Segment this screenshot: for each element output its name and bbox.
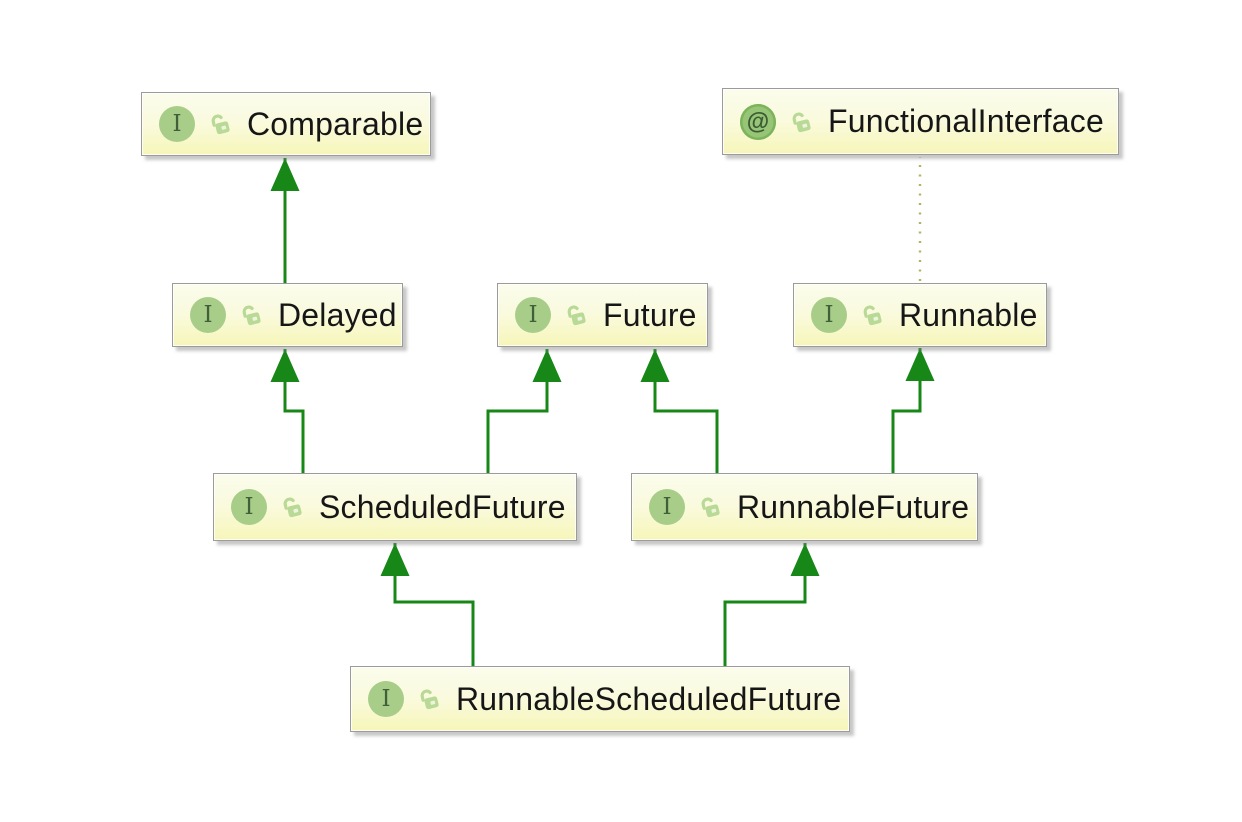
node-runnable-future[interactable]: I RunnableFuture	[631, 473, 978, 541]
edge-runnable-scheduled-future-to-runnable-future	[723, 543, 820, 666]
node-label: RunnableScheduledFuture	[456, 680, 842, 717]
node-delayed[interactable]: I Delayed	[172, 283, 403, 347]
node-runnable[interactable]: I Runnable	[793, 283, 1047, 347]
node-future[interactable]: I Future	[497, 283, 708, 347]
node-label: FunctionalInterface	[828, 103, 1104, 139]
interface-type-icon: I	[515, 297, 551, 333]
node-label: Future	[603, 296, 697, 333]
edge-scheduled-future-to-future	[486, 349, 562, 473]
unlocked-padlock-icon	[701, 497, 720, 518]
node-label: Delayed	[278, 296, 397, 333]
node-runnable-scheduled-future[interactable]: I RunnableScheduledFuture	[350, 666, 850, 732]
unlocked-padlock-icon	[283, 497, 302, 518]
unlocked-padlock-icon	[242, 305, 261, 326]
edge-runnable-future-to-future	[640, 349, 719, 473]
node-label: RunnableFuture	[737, 488, 970, 525]
interface-type-icon: I	[368, 681, 404, 717]
node-comparable[interactable]: I Comparable	[141, 92, 431, 156]
interface-type-icon: I	[231, 489, 267, 525]
edge-scheduled-future-to-delayed	[270, 349, 305, 473]
unlocked-padlock-icon	[863, 305, 882, 326]
interface-type-icon: I	[159, 106, 195, 142]
node-label: Runnable	[899, 296, 1038, 333]
annotation-type-icon: @	[740, 103, 776, 140]
unlocked-padlock-icon	[211, 114, 230, 135]
unlocked-padlock-icon	[420, 689, 439, 710]
interface-type-icon: I	[649, 489, 685, 525]
interface-type-icon: I	[190, 297, 226, 333]
edge-runnable-scheduled-future-to-scheduled-future	[380, 543, 475, 666]
node-label: Comparable	[247, 105, 424, 142]
edge-runnable-future-to-runnable	[891, 348, 935, 473]
unlocked-padlock-icon	[792, 111, 811, 132]
node-functional-interface[interactable]: @ FunctionalInterface	[722, 88, 1119, 155]
node-label: ScheduledFuture	[319, 488, 566, 525]
unlocked-padlock-icon	[567, 305, 586, 326]
node-scheduled-future[interactable]: I ScheduledFuture	[213, 473, 577, 541]
interface-type-icon: I	[811, 297, 847, 333]
